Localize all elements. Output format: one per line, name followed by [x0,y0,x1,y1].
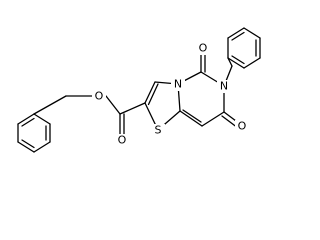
thiazole-sulfur-label: S [155,124,162,137]
ester-carbonyl-oxygen-label: O [118,134,127,147]
n-benzyl-phenyl-ring [227,27,261,69]
top-carbonyl-oxygen-label: O [199,42,208,55]
bottom-carbonyl-oxygen-label: O [238,120,247,133]
molecule-structure: O O S N O N O [17,27,261,153]
ester-linkage [33,95,146,137]
benzyl-nitrogen-label: N [220,80,228,93]
bridgehead-nitrogen-label: N [174,78,182,91]
benzyl-ester-phenyl-ring [17,113,51,153]
ester-oxygen-label: O [95,90,104,103]
atom-labels: O O S N O N O [92,42,249,147]
